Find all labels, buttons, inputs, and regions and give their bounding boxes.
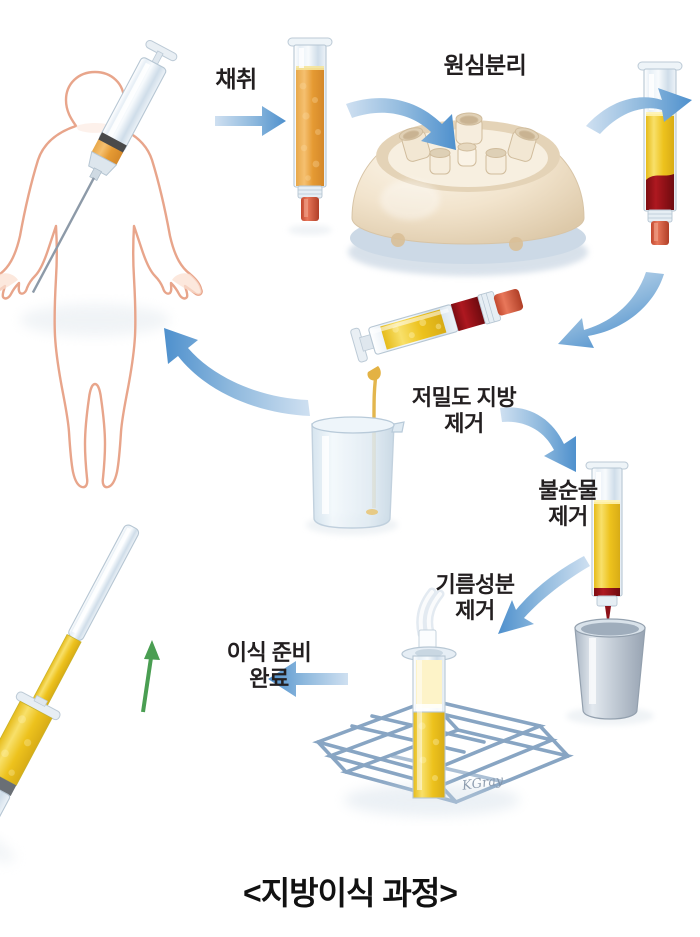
arrow-body-to-tube — [215, 106, 286, 136]
art-final-syringe — [0, 524, 140, 863]
page-title: <지방이식 과정> — [243, 875, 458, 911]
art-body-silhouette — [0, 70, 203, 489]
arrow-centrifuge-to-separated — [586, 88, 692, 134]
label-transplant-ready: 이식 준비 완료 — [226, 640, 312, 691]
arrow-separated-to-pour — [558, 272, 664, 348]
arrow-impurity-to-oil — [498, 556, 590, 634]
arrow-tube-to-centrifuge — [346, 98, 456, 150]
art-oil-removal-syringe — [401, 587, 457, 799]
green-flow-arrow — [141, 640, 160, 713]
art-centrifuge — [348, 112, 588, 276]
art-impurity-tube — [585, 461, 629, 630]
arrow-oil-to-ready — [268, 661, 348, 697]
arrow-ready-to-body — [164, 328, 310, 416]
label-harvest: 채취 — [215, 66, 257, 92]
art-beaker — [306, 416, 405, 535]
art-pouring-syringe — [350, 289, 524, 363]
art-harvest-syringe — [31, 39, 178, 294]
label-impurity-removal: 불순물 제거 — [538, 478, 598, 529]
art-collection-tube — [287, 37, 333, 235]
art-waste-bucket — [566, 618, 654, 725]
label-centrifuge: 원심분리 — [443, 52, 527, 78]
label-low-density-removal: 저밀도 지방 제거 — [411, 385, 517, 436]
label-oil-removal: 기름성분 제거 — [435, 572, 515, 623]
arrow-pour-to-impurity — [500, 407, 576, 472]
